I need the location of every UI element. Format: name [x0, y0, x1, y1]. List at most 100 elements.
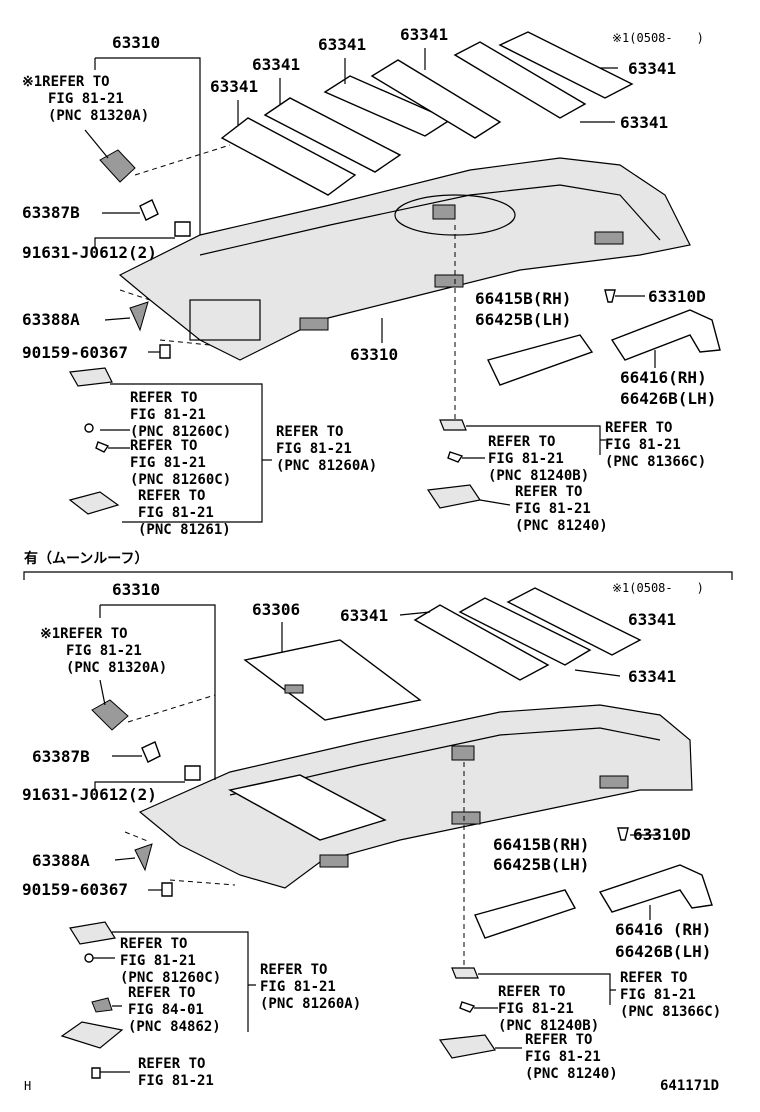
note-date-top: ※1(0508- )	[612, 31, 704, 45]
svg-text:FIG 81-21: FIG 81-21	[48, 91, 124, 107]
svg-text:(PNC 81320A): (PNC 81320A)	[66, 660, 167, 676]
label-screw-a-top: 91631-J0612(2)	[22, 243, 157, 262]
label-clip-a-top: 63387B	[22, 203, 80, 222]
headliner-top-visor-1	[299, 317, 329, 331]
ref-2-bottom: REFER TO FIG 84-01 (PNC 84862)	[128, 985, 221, 1035]
leader-headliner-title-bottom	[99, 604, 216, 780]
mirror-bottom	[60, 1021, 124, 1049]
bracket-a-bottom	[134, 843, 153, 872]
map-light-bottom	[91, 699, 129, 731]
leader-bracket-a-top	[104, 317, 131, 321]
leader-screw-a-bottom	[94, 781, 185, 790]
label-bracket-lh-bottom: 66426B(LH)	[615, 942, 711, 961]
ref-light-bottom: ※1REFER TO FIG 81-21 (PNC 81320A)	[40, 626, 167, 676]
pad-bottom-3	[506, 587, 642, 656]
leader-dome-bottom	[474, 973, 616, 1049]
svg-text:FIG 81-21: FIG 81-21	[138, 1073, 214, 1089]
bracket-side-top	[610, 309, 721, 361]
pad-bottom-1	[413, 604, 550, 681]
pad-top-4	[370, 59, 502, 139]
svg-text:REFER TO: REFER TO	[276, 424, 343, 440]
ref-1-bottom: REFER TO FIG 81-21 (PNC 81260C)	[120, 936, 221, 986]
screw-b-top	[159, 344, 171, 359]
label-pad-top-3: 63341	[318, 35, 366, 54]
label-bracket-rh-top: 66416(RH)	[620, 368, 707, 387]
svg-text:REFER TO: REFER TO	[138, 488, 205, 504]
ref-group-bottom: REFER TO FIG 81-21 (PNC 81260A)	[260, 962, 361, 1012]
label-clip-a-bottom: 63387B	[32, 747, 90, 766]
bulb-b-top	[95, 441, 110, 453]
vanity-lamp-top	[69, 367, 113, 387]
svg-text:FIG 81-21: FIG 81-21	[66, 643, 142, 659]
pad-bottom-2	[458, 597, 592, 666]
clip-d-top	[604, 289, 616, 303]
label-pad-top-6: 63341	[620, 113, 668, 132]
svg-text:REFER TO: REFER TO	[138, 1056, 205, 1072]
svg-text:(PNC 81260A): (PNC 81260A)	[276, 458, 377, 474]
svg-text:FIG 81-21: FIG 81-21	[120, 953, 196, 969]
top-section: ※1(0508- ) 63310 63341 63341 63341 63341…	[22, 25, 721, 538]
label-pad-bottom-2: 63341	[628, 610, 676, 629]
ref-3-bottom: REFER TO FIG 81-21	[138, 1056, 214, 1089]
headliner-top-visor-2	[434, 274, 464, 288]
label-clip-d-bottom: 63310D	[633, 825, 691, 844]
label-stay-rh-bottom: 66415B(RH)	[493, 835, 589, 854]
label-sunshade-bottom: 63306	[252, 600, 300, 619]
dome-bulb-top	[447, 451, 464, 463]
svg-text:REFER TO: REFER TO	[515, 484, 582, 500]
ref-3-top: REFER TO FIG 81-21 (PNC 81261)	[138, 488, 231, 538]
dash-bracket-bottom	[124, 831, 236, 886]
headliner-top-ridge	[199, 184, 661, 256]
svg-text:REFER TO: REFER TO	[525, 1032, 592, 1048]
cover-bottom	[91, 997, 113, 1013]
vanity-lamp2-top	[68, 491, 120, 515]
ref-5-bottom: REFER TO FIG 81-21 (PNC 81366C)	[620, 970, 721, 1020]
sunshade-63306	[243, 639, 422, 721]
svg-text:REFER TO: REFER TO	[620, 970, 687, 986]
section-header-moonroof: 有（ムーンルーフ）	[24, 550, 148, 567]
sunroof-opening-bottom	[228, 774, 387, 841]
ref-light-top: ※1REFER TO FIG 81-21 (PNC 81320A)	[22, 74, 149, 124]
ref-1-top: REFER TO FIG 81-21 (PNC 81260C)	[130, 390, 231, 440]
leader-headliner-title-top	[94, 57, 201, 235]
svg-text:(PNC 81261): (PNC 81261)	[138, 522, 231, 538]
svg-text:※1REFER TO: ※1REFER TO	[22, 74, 110, 90]
leader-map-light-top	[84, 129, 109, 159]
pad-top-5	[453, 41, 587, 119]
headliner-bottom-visor-3	[599, 775, 629, 789]
stay-bottom	[474, 889, 577, 939]
svg-text:(PNC 81320A): (PNC 81320A)	[48, 108, 149, 124]
label-headliner-title-bottom: 63310	[112, 580, 160, 599]
label-clip-d-top: 63310D	[648, 287, 706, 306]
headliner-bottom-ridge	[229, 727, 661, 796]
svg-text:FIG 81-21: FIG 81-21	[498, 1001, 574, 1017]
label-bracket-a-top: 63388A	[22, 310, 80, 329]
svg-text:(PNC 81240): (PNC 81240)	[525, 1066, 618, 1082]
svg-text:(PNC 81260C): (PNC 81260C)	[120, 970, 221, 986]
svg-text:REFER TO: REFER TO	[120, 936, 187, 952]
leader-bracket-a-bottom	[114, 857, 136, 861]
leader-lamp-group-bottom	[93, 931, 256, 1032]
ref-group-top: REFER TO FIG 81-21 (PNC 81260A)	[276, 424, 377, 474]
dome-lamp-bottom	[438, 1034, 497, 1059]
pads-bottom	[413, 587, 642, 681]
label-pad-top-5: 63341	[628, 59, 676, 78]
leader-map-light-bottom	[99, 679, 106, 706]
bracket-a-top	[129, 301, 149, 332]
label-headliner-bottom-top: 63310	[350, 345, 398, 364]
svg-text:(PNC 81260C): (PNC 81260C)	[130, 424, 231, 440]
svg-text:FIG 81-21: FIG 81-21	[138, 505, 214, 521]
section-bracket-line	[23, 571, 733, 580]
svg-text:FIG 81-21: FIG 81-21	[515, 501, 591, 517]
svg-text:REFER TO: REFER TO	[130, 390, 197, 406]
footer-left-mark: H	[24, 1079, 31, 1093]
headliner-top	[118, 157, 691, 361]
label-stay-lh-top: 66425B(LH)	[475, 310, 571, 329]
svg-text:(PNC 81366C): (PNC 81366C)	[605, 454, 706, 470]
vanity-lamp-bottom	[69, 921, 116, 945]
dash-map-light-bottom	[127, 694, 216, 723]
svg-text:FIG 81-21: FIG 81-21	[130, 407, 206, 423]
bottom-section: ※1(0508- ) 63310 63306 63341 63341 63341…	[22, 580, 721, 1089]
label-screw-a-bottom: 91631-J0612(2)	[22, 785, 157, 804]
dome-bulb-bottom	[459, 1001, 476, 1013]
